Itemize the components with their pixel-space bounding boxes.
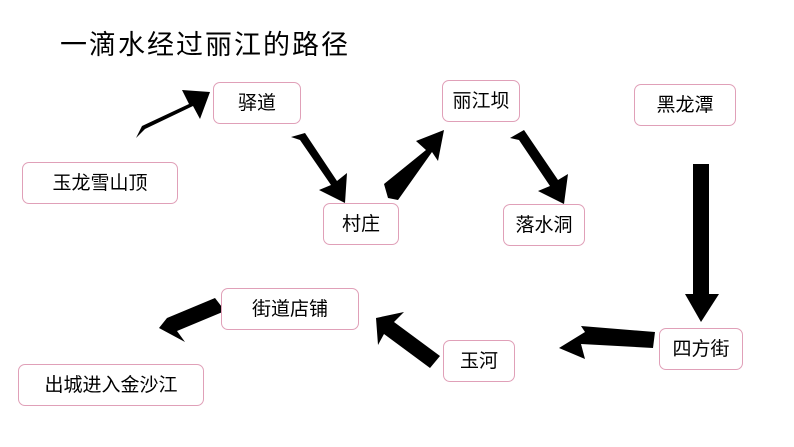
node-label-jiedaodianpu: 街道店铺 <box>251 298 328 320</box>
node-lijiangba[interactable]: 丽江坝 <box>442 80 520 122</box>
node-jiedaodianpu[interactable]: 街道店铺 <box>221 288 359 330</box>
arrow-heilong-to-sifang <box>685 164 721 324</box>
node-label-luoshuidong: 落水洞 <box>515 214 573 236</box>
node-label-lijiangba: 丽江坝 <box>452 90 510 112</box>
node-cunzhuang[interactable]: 村庄 <box>323 203 399 245</box>
node-label-sifangjie: 四方街 <box>672 338 730 360</box>
node-label-yidao: 驿道 <box>237 92 276 114</box>
page-title: 一滴水经过丽江的路径 <box>60 30 350 60</box>
arrow-yidao-to-cunzhuang <box>289 133 351 205</box>
node-label-heilongtan: 黑龙潭 <box>656 94 714 116</box>
node-label-chucheng: 出城进入金沙江 <box>44 374 178 396</box>
node-label-yulong: 玉龙雪山顶 <box>52 172 148 194</box>
node-chucheng[interactable]: 出城进入金沙江 <box>18 364 204 406</box>
node-label-cunzhuang: 村庄 <box>341 213 380 235</box>
node-yulong[interactable]: 玉龙雪山顶 <box>22 162 178 204</box>
arrow-yuhe-to-jiedao <box>374 312 444 370</box>
node-luoshuidong[interactable]: 落水洞 <box>503 204 585 246</box>
arrow-jiedao-to-chucheng <box>157 298 229 354</box>
arrow-yulong-to-yidao <box>134 88 214 140</box>
arrow-cunzhuang-to-lijiangba <box>384 128 446 202</box>
node-sifangjie[interactable]: 四方街 <box>659 328 743 370</box>
arrow-sifang-to-yuhe <box>559 326 657 362</box>
node-heilongtan[interactable]: 黑龙潭 <box>634 84 736 126</box>
node-yuhe[interactable]: 玉河 <box>443 340 515 382</box>
arrow-lijiangba-to-luoshui <box>508 130 570 206</box>
node-label-yuhe: 玉河 <box>459 350 498 372</box>
node-yidao[interactable]: 驿道 <box>213 82 301 124</box>
